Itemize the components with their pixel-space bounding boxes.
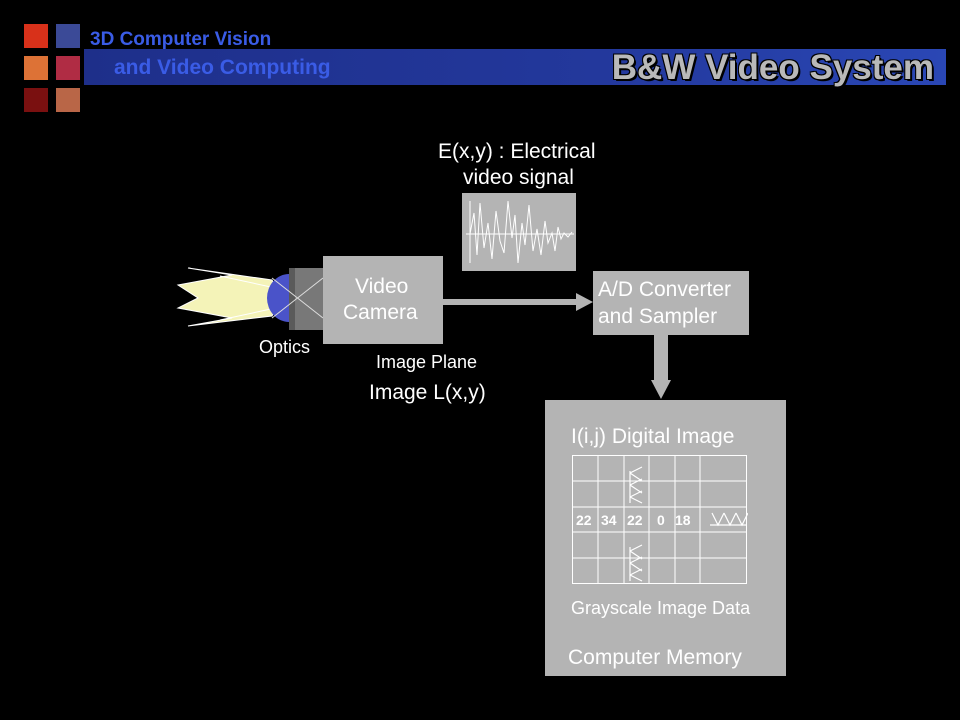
- grid-value: 34: [601, 512, 617, 528]
- image-grid: [572, 455, 748, 584]
- digital-image-title: I(i,j) Digital Image: [571, 425, 735, 448]
- ad-converter-box: [593, 271, 749, 335]
- converter-label-line1: A/D Converter: [598, 278, 732, 301]
- lens-icon: [267, 274, 289, 322]
- waveform-plot: [466, 200, 574, 264]
- logo-square: [24, 88, 48, 112]
- signal-label-line1: E(x,y) : Electrical: [438, 140, 596, 163]
- optics-label: Optics: [259, 337, 311, 357]
- logo-square: [56, 24, 80, 48]
- computer-memory-box: [545, 400, 786, 676]
- data-arrow-head: [651, 380, 671, 399]
- ellipsis-vertical-icon: [629, 466, 643, 582]
- signal-label-line2: video signal: [463, 166, 574, 189]
- camera-mount-edge: [289, 268, 295, 330]
- camera-label-line2: Camera: [343, 301, 418, 324]
- signal-waveform-box: [462, 193, 576, 271]
- grid-value: 18: [675, 512, 691, 528]
- course-title-line1: 3D Computer Vision: [90, 29, 272, 50]
- video-camera-box: [323, 256, 443, 344]
- memory-label: Computer Memory: [568, 646, 742, 669]
- ellipsis-horizontal-icon: [710, 512, 748, 527]
- logo-square: [24, 24, 48, 48]
- image-plane-label: Image Plane: [376, 352, 478, 372]
- logo-square: [56, 56, 80, 80]
- logo-square: [24, 56, 48, 80]
- converter-label-line2: and Sampler: [598, 305, 718, 328]
- camera-label-line1: Video: [355, 275, 409, 298]
- logo-square: [56, 88, 80, 112]
- image-label: Image L(x,y): [369, 381, 486, 404]
- grid-caption: Grayscale Image Data: [571, 598, 751, 618]
- grid-value: 22: [627, 512, 643, 528]
- title-bar: [84, 49, 946, 85]
- light-beam: [176, 267, 283, 327]
- course-title-line2: and Video Computing: [114, 56, 331, 79]
- data-arrow-line: [654, 335, 668, 381]
- slide-title: B&W Video System: [611, 48, 934, 87]
- signal-arrow-head: [576, 293, 593, 311]
- grid-value: 0: [657, 512, 665, 528]
- grid-value: 22: [576, 512, 592, 528]
